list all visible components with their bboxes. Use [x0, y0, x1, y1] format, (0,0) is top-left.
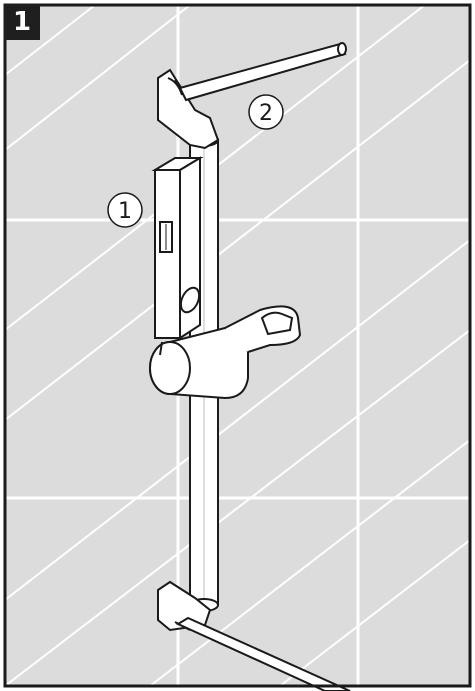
- tiled-wall: [4, 0, 471, 687]
- step-number-badge: 1: [4, 4, 40, 40]
- screwdriver-lower: [175, 616, 351, 691]
- callout-1: 1: [107, 192, 143, 228]
- spirit-level: [151, 156, 204, 340]
- upper-bracket: [157, 68, 220, 150]
- screwdriver-upper: [178, 42, 347, 102]
- figure-frame: [3, 3, 472, 688]
- slider-holder: [149, 305, 302, 400]
- callout-2: 2: [248, 94, 284, 130]
- callout-1-label: 1: [118, 199, 132, 224]
- callout-2-label: 2: [259, 101, 273, 126]
